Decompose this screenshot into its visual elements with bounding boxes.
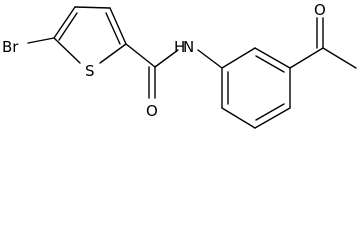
atom-amide-oxygen: O: [146, 102, 158, 120]
bond-ph2-ph3-inner: [255, 55, 285, 73]
molecule-canvas: Br S N H O O: [2, 1, 357, 129]
atom-amide-hydrogen: H: [174, 38, 185, 56]
atom-sulfur: S: [85, 62, 95, 80]
atom-bromine: Br: [2, 38, 19, 56]
bond-carbonyl-n: [154, 49, 179, 68]
bond-c3-c2-inner: [105, 12, 121, 45]
structure-drawing: Br S N H O O: [2, 1, 357, 129]
bond-ph4-ph5: [254, 107, 291, 129]
atom-amide-nitrogen: N: [183, 38, 194, 56]
atom-ketone-oxygen: O: [314, 1, 326, 19]
bond-c5-br: [27, 37, 55, 44]
bond-n-phenyl: [197, 49, 223, 69]
bond-ph3-acetyl: [289, 47, 324, 69]
bond-ph1-ph2: [221, 47, 256, 69]
bond-acetyl-methyl: [322, 47, 357, 69]
bond-ph2-ph3: [254, 47, 291, 69]
bond-ph5-ph6: [221, 107, 256, 129]
bond-ph4-ph5-inner: [255, 103, 285, 121]
bond-c3-c2: [109, 7, 127, 45]
bond-s-c5: [53, 37, 81, 64]
bond-c2-s: [99, 43, 127, 64]
bond-c5-c4-inner: [58, 12, 78, 41]
bond-c5-c4: [53, 6, 76, 39]
bond-c2-carbonyl: [125, 43, 156, 68]
bond-c4-c3: [74, 6, 111, 9]
